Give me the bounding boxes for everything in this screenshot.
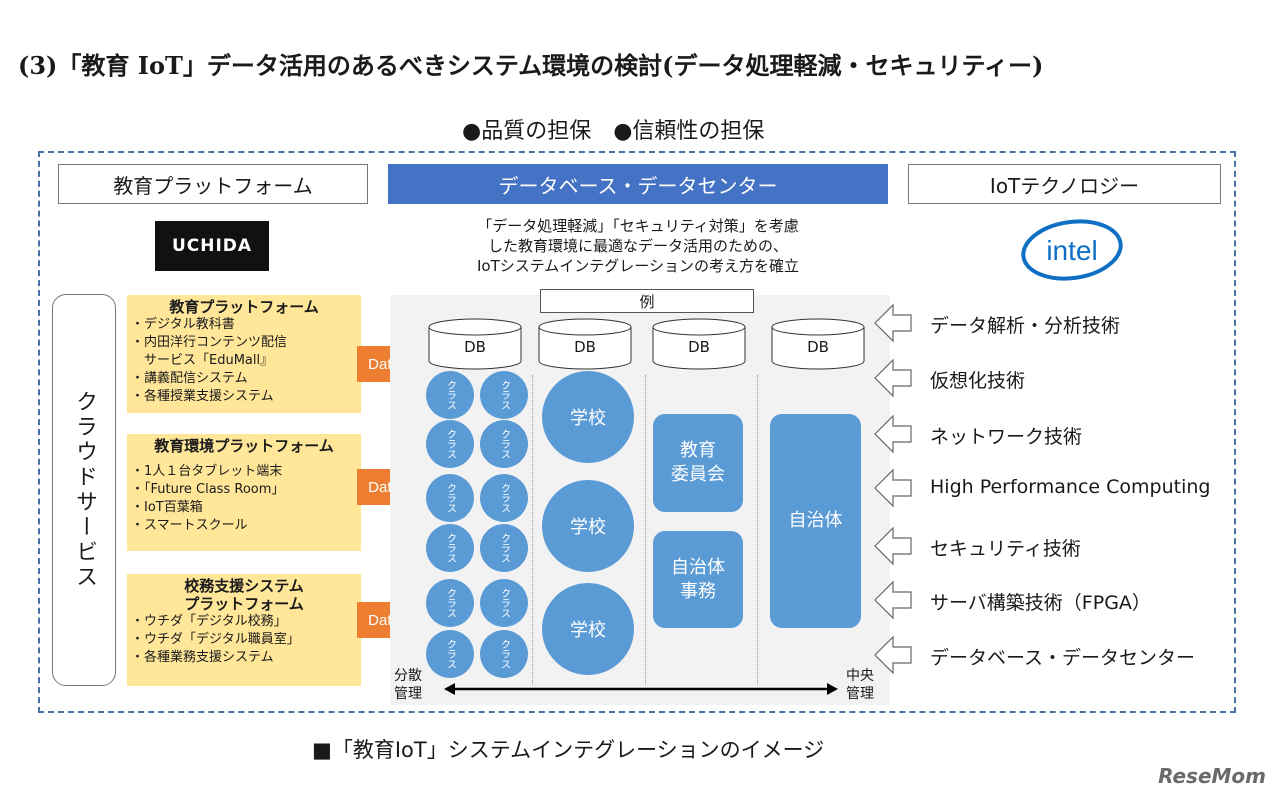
database-cylinder: DB bbox=[652, 318, 746, 374]
technology-arrows bbox=[874, 303, 912, 675]
class-circle: クラス bbox=[426, 420, 474, 468]
class-circle: クラス bbox=[426, 524, 474, 572]
column-divider bbox=[645, 375, 646, 685]
left-arrow-icon bbox=[874, 358, 912, 398]
left-arrow-icon bbox=[874, 468, 912, 508]
municipal-office-box: 自治体 事務 bbox=[653, 531, 743, 628]
platform-item: ・ウチダ「デジタル校務」 bbox=[131, 614, 287, 629]
database-cylinder: DB bbox=[771, 318, 865, 374]
central-management-label: 中央 管理 bbox=[846, 668, 874, 702]
figure-caption: ■「教育IoT」システムインテグレーションのイメージ bbox=[312, 738, 825, 762]
platform-title: 教育プラットフォーム bbox=[169, 298, 319, 316]
platform-item: ・各種業務支援システム bbox=[131, 650, 274, 665]
class-circle: クラス bbox=[480, 420, 528, 468]
platform-box-environment: 教育環境プラットフォーム ・1人１台タブレット端末 ・「Future Class… bbox=[127, 434, 361, 551]
column-divider bbox=[532, 375, 533, 685]
tech-item: High Performance Computing bbox=[930, 476, 1211, 498]
database-cylinder: DB bbox=[428, 318, 522, 374]
description: 「データ処理軽減」「セキュリティ対策」を考慮 した教育環境に最適なデータ活用のた… bbox=[400, 216, 876, 276]
database-label: DB bbox=[807, 338, 829, 356]
database-cylinder: DB bbox=[538, 318, 632, 374]
left-arrow-icon bbox=[874, 303, 912, 343]
platform-box-education: 教育プラットフォーム ・デジタル教科書 ・内田洋行コンテンツ配信 サービス「Ed… bbox=[127, 295, 361, 413]
tech-item: ネットワーク技術 bbox=[930, 426, 1083, 448]
header-iot-technology: IoTテクノロジー bbox=[908, 164, 1221, 204]
platform-item: ・IoT百葉箱 bbox=[131, 500, 203, 515]
left-arrow-icon bbox=[874, 635, 912, 675]
cloud-service-box: クラウドサービス bbox=[52, 294, 116, 686]
example-label: 例 bbox=[540, 289, 754, 313]
header-database-datacenter: データベース・データセンター bbox=[388, 164, 888, 204]
tech-item: データベース・データセンター bbox=[930, 647, 1196, 669]
class-circle: クラス bbox=[480, 630, 528, 678]
platform-item: ・講義配信システム bbox=[131, 371, 248, 386]
description-line: 「データ処理軽減」「セキュリティ対策」を考慮 bbox=[477, 217, 799, 235]
platform-box-school-affairs: 校務支援システム プラットフォーム ・ウチダ「デジタル校務」 ・ウチダ「デジタル… bbox=[127, 574, 361, 686]
database-label: DB bbox=[688, 338, 710, 356]
platform-item: ・各種授業支援システム bbox=[131, 389, 274, 404]
tech-item: データ解析・分析技術 bbox=[930, 315, 1121, 337]
distributed-management-label: 分散 管理 bbox=[394, 668, 422, 702]
intel-logo: intel bbox=[1021, 219, 1123, 281]
platform-title-line2: プラットフォーム bbox=[184, 595, 304, 613]
municipality-box: 自治体 bbox=[770, 414, 861, 628]
left-arrow-icon bbox=[874, 414, 912, 454]
school-circle: 学校 bbox=[542, 371, 634, 463]
class-circle: クラス bbox=[480, 579, 528, 627]
platform-title: 教育環境プラットフォーム bbox=[154, 437, 334, 455]
tech-item: セキュリティ技術 bbox=[930, 538, 1081, 560]
platform-title: 校務支援システム bbox=[184, 577, 304, 595]
platform-item: ・デジタル教科書 bbox=[131, 317, 235, 332]
platform-item: ・スマートスクール bbox=[131, 518, 248, 533]
description-line: した教育環境に最適なデータ活用のための、 bbox=[487, 237, 788, 255]
management-double-arrow bbox=[444, 683, 838, 695]
board-of-education-box: 教育 委員会 bbox=[653, 414, 743, 512]
cloud-service-label: クラウドサービス bbox=[72, 390, 97, 590]
header-education-platform: 教育プラットフォーム bbox=[58, 164, 368, 204]
platform-item: ・1人１台タブレット端末 bbox=[131, 464, 283, 479]
left-arrow-icon bbox=[874, 526, 912, 566]
class-circle: クラス bbox=[426, 371, 474, 419]
class-circle: クラス bbox=[426, 630, 474, 678]
class-circle: クラス bbox=[426, 579, 474, 627]
resemom-watermark: ReseMom bbox=[1158, 764, 1266, 788]
diagram-frame bbox=[38, 151, 1236, 713]
platform-item: サービス「EduMall』 bbox=[131, 353, 274, 368]
tech-item: 仮想化技術 bbox=[930, 370, 1026, 392]
platform-item: ・内田洋行コンテンツ配信 bbox=[131, 335, 288, 350]
school-circle: 学校 bbox=[542, 583, 634, 675]
class-circle: クラス bbox=[480, 524, 528, 572]
school-circle: 学校 bbox=[542, 480, 634, 572]
database-label: DB bbox=[574, 338, 596, 356]
description-line: IoTシステムインテグレーションの考え方を確立 bbox=[476, 257, 800, 275]
uchida-logo: UCHIDA bbox=[155, 221, 269, 271]
tech-item: サーバ構築技術（FPGA） bbox=[930, 592, 1151, 614]
database-label: DB bbox=[464, 338, 486, 356]
column-divider bbox=[757, 375, 758, 685]
left-arrow-icon bbox=[874, 580, 912, 620]
platform-item: ・ウチダ「デジタル職員室」 bbox=[131, 632, 300, 647]
class-circle: クラス bbox=[480, 474, 528, 522]
page-title: (3)「教育 IoT」データ活用のあるべきシステム環境の検討(データ処理軽減・セ… bbox=[18, 51, 1044, 80]
platform-item: ・「Future Class Room」 bbox=[131, 482, 285, 497]
class-circle: クラス bbox=[426, 474, 474, 522]
class-circle: クラス bbox=[480, 371, 528, 419]
quality-bullets: ●品質の担保 ●信頼性の担保 bbox=[462, 119, 765, 144]
intel-logo-text: intel bbox=[1046, 235, 1097, 266]
